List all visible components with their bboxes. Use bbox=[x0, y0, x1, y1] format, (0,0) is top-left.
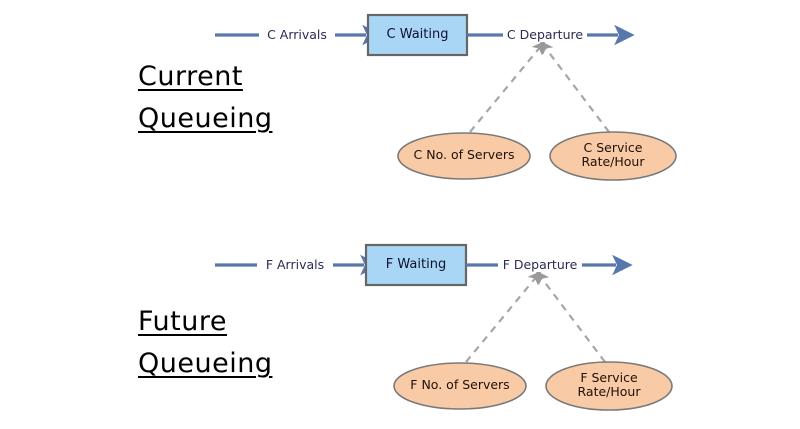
current-waiting-box bbox=[366, 13, 469, 57]
future-title-line-2: Queueing bbox=[138, 347, 273, 379]
future-title-line-1: Future bbox=[138, 306, 227, 337]
current-servers-influence-line bbox=[469, 40, 546, 133]
current-rate-influence-line bbox=[540, 40, 610, 133]
future-servers-ellipse bbox=[393, 362, 527, 410]
current-title-line-1: Current bbox=[138, 61, 243, 92]
current-service-rate-ellipse bbox=[549, 131, 677, 181]
current-section-title: Current Queueing bbox=[138, 56, 272, 140]
future-section-title: Future Queueing bbox=[138, 301, 272, 385]
future-servers-influence-line bbox=[465, 270, 542, 363]
current-title-line-2: Queueing bbox=[138, 102, 273, 134]
future-flow-group bbox=[215, 243, 673, 411]
future-waiting-box bbox=[364, 243, 468, 287]
future-service-rate-ellipse bbox=[545, 361, 673, 411]
current-flow-group bbox=[215, 13, 677, 181]
current-servers-ellipse bbox=[397, 132, 531, 180]
future-rate-influence-line bbox=[536, 270, 606, 363]
